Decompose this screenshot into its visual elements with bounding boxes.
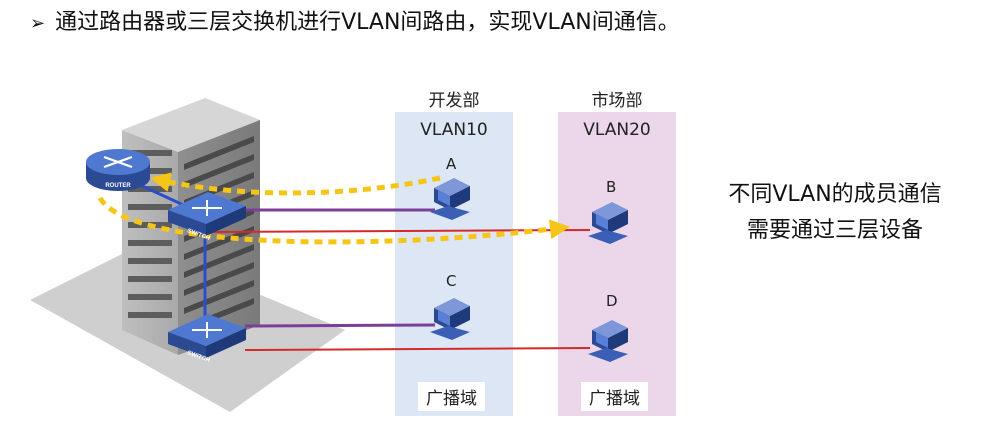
vlan20-region — [558, 112, 676, 416]
switch-2-device[interactable]: SWITCH — [168, 314, 246, 364]
pc-d-label: D — [606, 292, 618, 310]
title-text: 通过路由器或三层交换机进行VLAN间路由，实现VLAN间通信。 — [55, 10, 680, 35]
vlan20-name-label: VLAN20 — [583, 120, 651, 140]
link-switch2-pc-c — [244, 323, 436, 328]
page-title: ➢ 通过路由器或三层交换机进行VLAN间路由，实现VLAN间通信。 — [30, 4, 680, 36]
flow-arrow-a-to-router — [150, 172, 441, 196]
vlan10-dept-label: 开发部 — [428, 91, 480, 111]
pc-a-icon[interactable] — [430, 178, 470, 220]
pc-d-icon[interactable] — [588, 320, 628, 362]
link-switch1-pc-b — [209, 229, 591, 233]
note-line-2: 需要通过三层设备 — [746, 218, 923, 243]
switch-1-device[interactable]: SWITCH — [168, 192, 246, 242]
pc-b-label: B — [606, 178, 617, 196]
vlan20-dept-label: 市场部 — [591, 91, 643, 111]
note-line-1: 不同VLAN的成员通信 — [728, 182, 942, 207]
vlan10-region — [395, 112, 513, 416]
vlan10-broadcast-domain-label: 广播域 — [418, 382, 485, 411]
switch-1-arrows-icon — [192, 200, 222, 216]
router-arrows-icon — [103, 155, 133, 169]
pc-c-icon[interactable] — [430, 298, 470, 340]
vlan20-broadcast-domain-label: 广播域 — [581, 382, 648, 411]
vlan10-name-label: VLAN10 — [420, 120, 488, 140]
pc-b-icon[interactable] — [588, 202, 628, 244]
bullet-arrow-icon: ➢ — [30, 13, 46, 34]
link-switch2-pc-d — [244, 347, 591, 351]
router-label: ROUTER — [105, 183, 131, 189]
router-device[interactable]: ROUTER — [86, 149, 150, 191]
pc-a-label: A — [446, 155, 457, 173]
flow-arrow-router-to-b — [97, 196, 570, 245]
pc-c-label: C — [446, 272, 457, 290]
switch-2-arrows-icon — [192, 322, 222, 338]
